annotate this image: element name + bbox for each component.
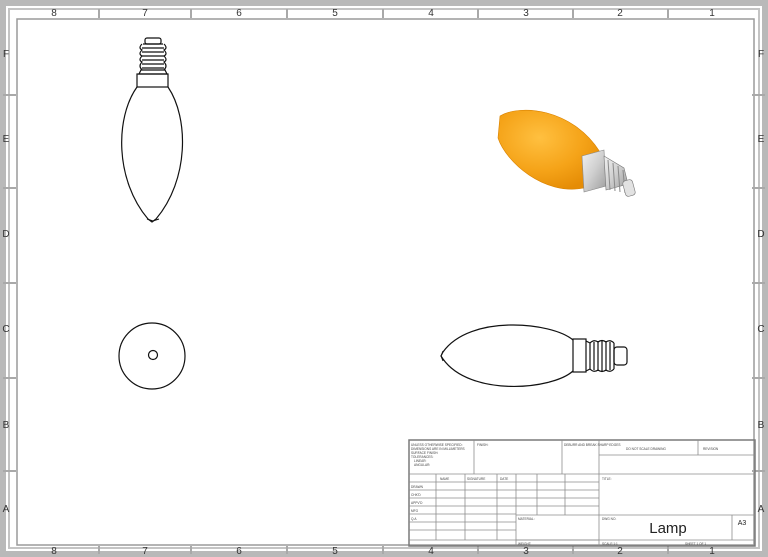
zone-row-b: B [3, 420, 10, 431]
zone-row-d: D [2, 229, 9, 240]
tb-note-4: TOLERANCES: [411, 455, 434, 459]
zone-col-1-bottom: 1 [709, 546, 715, 557]
tb-note-5: LINEAR: [414, 459, 427, 463]
zone-col-5-bottom: 5 [332, 546, 338, 557]
tb-header-signature: SIGNATURE [467, 477, 485, 481]
zone-row-f: F [3, 49, 9, 60]
tb-deburr-label: DEBURR AND BREAK SHARP EDGES [564, 443, 620, 447]
front-view [121, 37, 184, 223]
tb-note-3: SURFACE FINISH: [411, 451, 438, 455]
zone-labels-top: 8 7 6 5 4 3 2 1 [51, 8, 715, 19]
zone-row-a: A [3, 504, 10, 515]
zone-col-6-bottom: 6 [236, 546, 242, 557]
tb-row-mfg: MFG [411, 509, 419, 513]
tb-note-1: UNLESS OTHERWISE SPECIFIED: [411, 443, 463, 447]
side-view [440, 324, 628, 387]
zone-col-3-bottom: 3 [523, 546, 529, 557]
title-block [408, 439, 756, 547]
zone-row-d-right: D [757, 229, 764, 240]
zone-labels-bottom: 8 7 6 5 4 3 2 1 [51, 546, 715, 557]
drawing-title: Lamp [649, 520, 687, 537]
isometric-view [497, 109, 636, 197]
zone-row-c-right: C [757, 324, 764, 335]
tb-note-6: ANGULAR: [414, 463, 430, 467]
top-view [118, 322, 186, 390]
zone-col-6: 6 [236, 8, 242, 19]
tb-header-date: DATE [500, 477, 508, 481]
zone-labels-right: F E D C B A [757, 49, 764, 515]
zone-col-4-bottom: 4 [428, 546, 434, 557]
tb-dwgno-label: DWG NO. [602, 517, 616, 521]
zone-row-c: C [2, 324, 9, 335]
zone-col-3: 3 [523, 8, 529, 19]
zone-col-4: 4 [428, 8, 434, 19]
tb-row-chkd: CHK'D [411, 493, 421, 497]
sheet-size: A3 [738, 520, 747, 527]
zone-col-8-bottom: 8 [51, 546, 57, 557]
tb-revision-label: REVISION [703, 447, 719, 451]
tb-material-label: MATERIAL: [518, 517, 535, 521]
tb-finish-label: FINISH: [477, 443, 488, 447]
tb-title-label: TITLE: [602, 477, 612, 481]
title-block-text: UNLESS OTHERWISE SPECIFIED: DIMENSIONS A… [411, 443, 746, 546]
zone-col-5: 5 [332, 8, 338, 19]
tb-row-qa: Q.A [411, 517, 417, 521]
zone-ticks [3, 9, 765, 554]
zone-row-e-right: E [758, 134, 765, 145]
tb-scale-label: SCALE:1:1 [602, 542, 618, 546]
zone-row-a-right: A [758, 504, 765, 515]
zone-col-2: 2 [617, 8, 623, 19]
tb-header-name: NAME [440, 477, 449, 481]
tb-row-drawn: DRAWN [411, 485, 424, 489]
tb-weight-label: WEIGHT: [518, 542, 531, 546]
tb-row-appvd: APPV'D [411, 501, 423, 505]
tb-noscale-label: DO NOT SCALE DRAWING [626, 447, 666, 451]
tb-sheet-label: SHEET 1 OF 1 [685, 542, 706, 546]
zone-col-1: 1 [709, 8, 715, 19]
tb-note-2: DIMENSIONS ARE IN MILLIMETERS [411, 447, 465, 451]
zone-col-7: 7 [142, 8, 148, 19]
zone-row-b-right: B [758, 420, 765, 431]
zone-row-e: E [3, 134, 10, 145]
zone-col-7-bottom: 7 [142, 546, 148, 557]
zone-col-8: 8 [51, 8, 57, 19]
zone-col-2-bottom: 2 [617, 546, 623, 557]
zone-labels-left: F E D C B A [2, 49, 9, 515]
zone-row-f-right: F [758, 49, 764, 60]
